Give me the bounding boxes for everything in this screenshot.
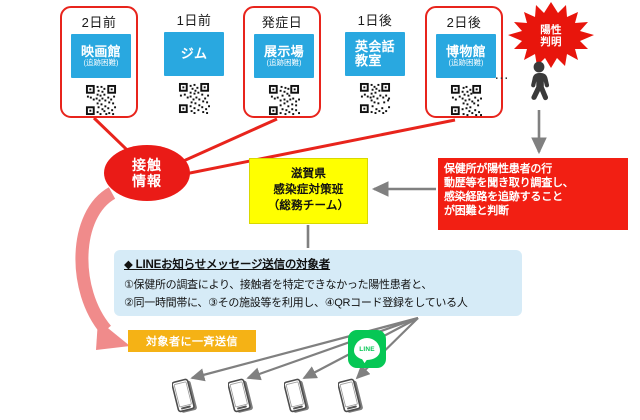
line-logo-label: LINE (359, 345, 375, 353)
timeline-card-4[interactable]: 2日後 博物館 (追跡困難) (425, 6, 503, 118)
panel-line-2: ②同一時間帯に、③その施設等を利用し、④QRコード登録をしている人 (124, 297, 468, 310)
smartphone-icon (284, 378, 309, 413)
ellipse-line-1: 接触 (132, 156, 162, 173)
burst-line-1: 陽性 (540, 23, 562, 36)
card-place-note: (追跡困難) (83, 58, 119, 68)
rednote-line-1: 保健所が陽性患者の行 (444, 163, 552, 175)
card-place-name: 展示場 (264, 43, 304, 59)
card-day-label: 2日後 (446, 15, 482, 30)
card-day-label: 1日後 (357, 13, 393, 28)
card-day-label: 2日前 (81, 15, 117, 30)
line-app-icon: LINE (348, 330, 386, 368)
line-bubble: LINE (354, 338, 380, 360)
panel-header: ◆ LINEお知らせメッセージ送信の対象者 (124, 259, 331, 271)
rednote-line-4: が困難と判断 (444, 205, 509, 218)
walking-person-icon (531, 61, 550, 101)
qr-code-icon (359, 82, 391, 114)
qr-code-icon (268, 84, 300, 116)
card-place-note: (追跡困難) (266, 58, 302, 68)
card-place-name: 博物館 (446, 43, 486, 59)
smartphone-icon (172, 378, 197, 413)
line-notification-criteria-panel: ◆ LINEお知らせメッセージ送信の対象者 ①保健所の調査により、接触者を特定で… (114, 250, 522, 316)
timeline-ellipsis: … (494, 66, 511, 83)
panel-line-1: ①保健所の調査により、接触者を特定できなかった陽性患者と、 (124, 279, 433, 291)
prefecture-line-2: 感染症対策班 (273, 184, 344, 197)
contact-info-ellipse: 接触 情報 (104, 145, 190, 201)
timeline-card-3[interactable]: 1日後 英会話教室 (336, 6, 414, 118)
qr-code-icon (85, 84, 117, 116)
timeline-card-1[interactable]: 1日前 ジム (155, 6, 233, 118)
card-place-tile: 映画館 (追跡困難) (71, 34, 131, 78)
rednote-line-2: 動歴等を聞き取り調査し、 (444, 177, 574, 190)
card-day-label: 発症日 (261, 15, 303, 30)
burst-line-2: 判明 (540, 36, 562, 48)
card-place-tile: 英会話教室 (345, 32, 405, 76)
prefecture-line-1: 滋賀県 (290, 168, 327, 181)
card-place-tile: 博物館 (追跡困難) (436, 34, 496, 78)
timeline-card-2[interactable]: 発症日 展示場 (追跡困難) (243, 6, 321, 118)
card-place-tile: 展示場 (追跡困難) (254, 34, 314, 78)
card-place-tile: ジム (164, 32, 224, 76)
card-day-label: 1日前 (176, 13, 212, 28)
card-place-name: ジム (180, 45, 208, 61)
qr-code-icon (178, 82, 210, 114)
card-place-name: 英会話教室 (355, 39, 395, 68)
card-place-note: (追跡困難) (448, 58, 484, 68)
broadcast-banner-label: 対象者に一斉送信 (146, 336, 238, 348)
starburst-icon (508, 2, 594, 68)
qr-code-icon (450, 84, 482, 116)
health-center-note-box: 保健所が陽性患者の行 動歴等を聞き取り調査し、 感染経路を追跡すること が困難と… (438, 158, 628, 230)
rednote-line-3: 感染経路を追跡すること (444, 191, 563, 204)
smartphone-icon (228, 378, 253, 413)
card-place-name: 映画館 (81, 43, 121, 59)
burst-text: 陽性 判明 (508, 2, 594, 68)
prefecture-team-box: 滋賀県 感染症対策班 （総務チーム） (249, 158, 368, 224)
timeline-card-0[interactable]: 2日前 映画館 (追跡困難) (60, 6, 138, 118)
ellipse-line-2: 情報 (132, 173, 162, 189)
positive-result-burst: 陽性 判明 (508, 2, 594, 68)
smartphone-icon (338, 378, 363, 413)
prefecture-line-3: （総務チーム） (267, 199, 350, 212)
broadcast-banner: 対象者に一斉送信 (128, 330, 256, 352)
